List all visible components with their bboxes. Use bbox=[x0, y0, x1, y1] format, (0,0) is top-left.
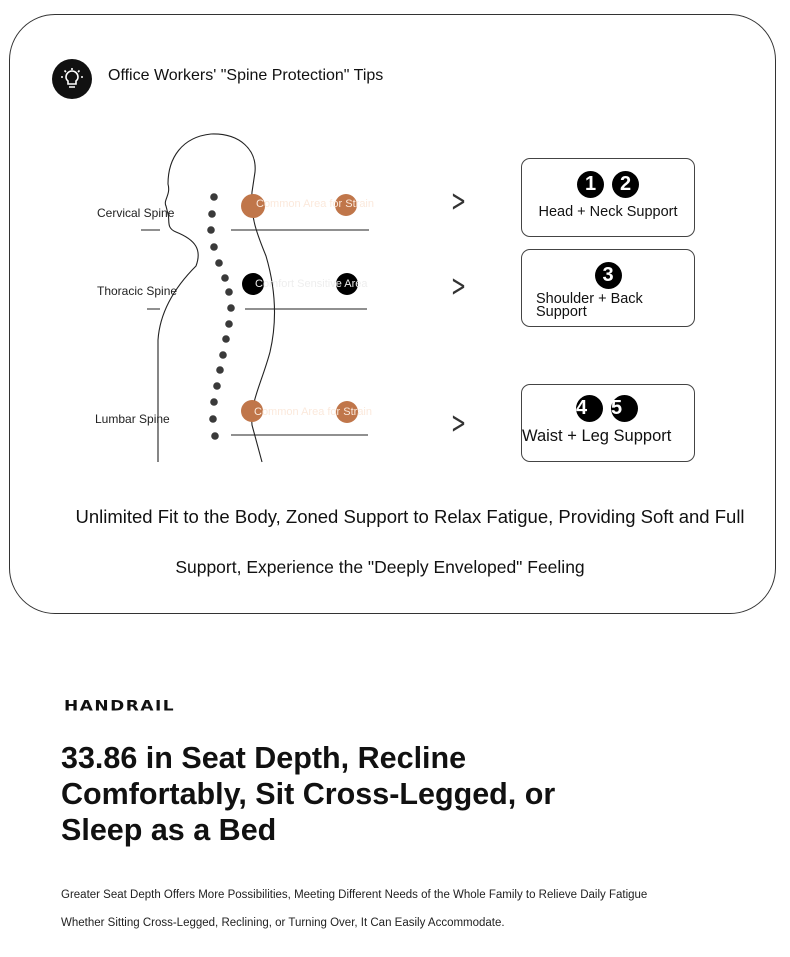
number-badge: 5 bbox=[611, 395, 638, 422]
vertebra-dot bbox=[227, 304, 235, 312]
description-line-1: Greater Seat Depth Offers More Possibili… bbox=[61, 889, 648, 901]
summary-line-2: Support, Experience the "Deeply Envelope… bbox=[175, 557, 585, 577]
vertebra-dot bbox=[210, 398, 218, 406]
strain-dot bbox=[336, 401, 358, 423]
body-outline bbox=[157, 133, 276, 463]
vertebra-dot bbox=[210, 193, 218, 201]
strain-dot bbox=[241, 194, 265, 218]
support-label: Head + Neck Support bbox=[538, 204, 678, 220]
thoracic-area-text: Comfort Sensitive Area bbox=[255, 278, 368, 290]
thoracic-spine-label: Thoracic Spine bbox=[97, 284, 178, 298]
lightbulb-icon bbox=[52, 59, 92, 99]
number-badge: 4 bbox=[576, 395, 603, 422]
sensitive-dot bbox=[336, 273, 358, 295]
vertebra-dot bbox=[221, 274, 229, 282]
vertebra-dot bbox=[215, 259, 223, 267]
vertebra-dot bbox=[216, 366, 224, 374]
spine-tips-card bbox=[9, 14, 776, 614]
shoulder-back-support-box: 3 Shoulder + Back Support bbox=[521, 249, 695, 327]
vertebra-dot bbox=[225, 320, 233, 328]
lumbar-area-text: Common Area for Strain bbox=[254, 406, 372, 418]
vertebra-dot bbox=[209, 415, 217, 423]
sensitive-dot bbox=[242, 273, 264, 295]
number-badge: 1 bbox=[577, 171, 604, 198]
summary-line-1: Unlimited Fit to the Body, Zoned Support… bbox=[75, 506, 745, 527]
chevron-right-icon: > bbox=[451, 184, 467, 219]
vertebra-dot bbox=[222, 335, 230, 343]
support-label: Shoulder + Back Support bbox=[536, 291, 643, 320]
brand-logo: HANDRAIL bbox=[64, 697, 176, 715]
number-badge: 2 bbox=[612, 171, 639, 198]
cervical-area-text: Common Area for Strain bbox=[256, 198, 374, 210]
vertebra-dot bbox=[210, 243, 218, 251]
vertebra-dot bbox=[211, 432, 219, 440]
vertebra-dot bbox=[213, 382, 221, 390]
description-line-2: Whether Sitting Cross-Legged, Reclining,… bbox=[61, 917, 505, 929]
vertebra-dot bbox=[219, 351, 227, 359]
number-badge: 3 bbox=[594, 262, 622, 289]
chevron-right-icon: > bbox=[451, 406, 467, 441]
headline: 33.86 in Seat Depth, Recline Comfortably… bbox=[61, 741, 556, 847]
support-label: Waist + Leg Support bbox=[522, 427, 672, 445]
vertebra-dot bbox=[225, 288, 233, 296]
vertebra-dot bbox=[207, 226, 215, 234]
strain-dot bbox=[241, 400, 263, 422]
vertebra-dot bbox=[208, 210, 216, 218]
strain-dot bbox=[335, 194, 357, 216]
body-silhouette-diagram bbox=[141, 133, 369, 463]
tips-title: Office Workers' "Spine Protection" Tips bbox=[108, 67, 384, 84]
lumbar-spine-label: Lumbar Spine bbox=[95, 412, 170, 426]
chevron-right-icon: > bbox=[451, 269, 467, 304]
cervical-spine-label: Cervical Spine bbox=[97, 206, 175, 220]
